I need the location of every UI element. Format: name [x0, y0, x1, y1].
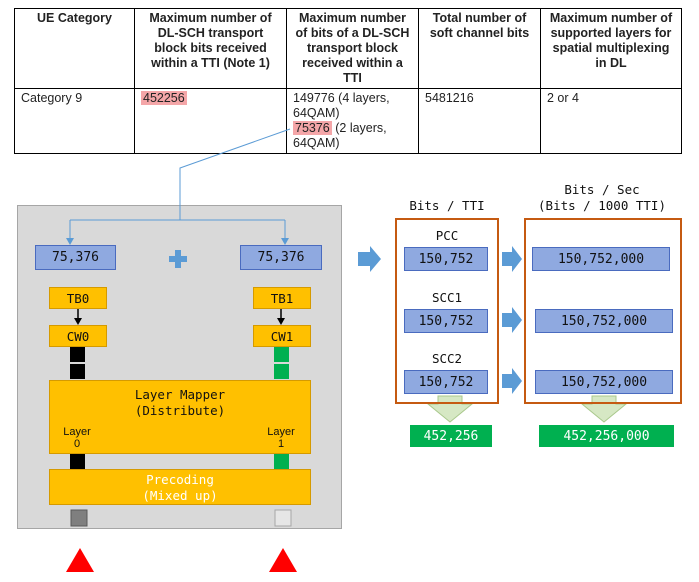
antenna-0-icon: [66, 548, 94, 572]
header-ue-category: UE Category: [14, 8, 135, 89]
ue-category-table: UE Category Maximum number of DL-SCH tra…: [14, 8, 682, 154]
tb1-box: TB1: [253, 287, 311, 309]
layer1-label: Layer: [267, 426, 295, 438]
scc2-sec-value: 150,752,000: [535, 370, 673, 394]
highlight-max-tb-bits: 452256: [141, 91, 187, 105]
cw1-square-1: [274, 347, 289, 362]
scc1-label: SCC1: [431, 290, 463, 305]
tb0-cw0-arrowhead: [74, 318, 82, 325]
connector-from-table: [179, 128, 291, 220]
max-bits-line2-rest: (2 layers, 64QAM): [293, 121, 387, 150]
cell-layers: 2 or 4: [540, 88, 682, 154]
pcc-tti-value: 150,752: [404, 247, 488, 271]
tb-value-left: 75,376: [35, 245, 116, 270]
tb0-box: TB0: [49, 287, 107, 309]
scc1-tti-value: 150,752: [404, 309, 488, 333]
sec-total: 452,256,000: [539, 425, 674, 447]
precoded-square-1: [274, 509, 292, 527]
pcc-sec-value: 150,752,000: [532, 247, 670, 271]
cell-category: Category 9: [14, 88, 135, 154]
scc1-sec-value: 150,752,000: [535, 309, 673, 333]
bits-tti-group: [395, 218, 499, 404]
pcc-label: PCC: [435, 228, 459, 243]
precoding-block: [49, 469, 311, 505]
header-max-layers: Maximum number of supported layers for s…: [540, 8, 682, 89]
precoding-subtitle: (Mixed up): [142, 488, 218, 503]
pcc-arrow: [502, 246, 522, 272]
cell-max-tb-bits: 452256: [134, 88, 287, 154]
scc1-arrow: [502, 307, 522, 333]
precoded-square-0: [70, 509, 88, 527]
bits-sec-header-line2: (Bits / 1000 TTI): [538, 198, 666, 213]
tb-value-right: 75,376: [240, 245, 322, 270]
layer-mapper-subtitle: (Distribute): [134, 403, 226, 418]
cw1-box: CW1: [253, 325, 311, 347]
bits-sec-header-line1: Bits / Sec: [564, 182, 640, 197]
tb1-cw1-arrowhead: [277, 318, 285, 325]
plus-icon: [169, 250, 187, 268]
bits-sec-group: [524, 218, 682, 404]
layer0-number: 0: [73, 438, 81, 450]
header-max-tb-bits: Maximum number of DL-SCH transport block…: [134, 8, 287, 89]
bits-tti-header: Bits / TTI: [409, 198, 485, 213]
tti-total: 452,256: [410, 425, 492, 447]
max-bits-line1: 149776 (4 layers, 64QAM): [293, 91, 390, 120]
scc2-tti-value: 150,752: [404, 370, 488, 394]
layer0-label: Layer: [63, 426, 91, 438]
layer1-square: [274, 454, 289, 469]
layer0-square: [70, 454, 85, 469]
cw0-square-2: [70, 364, 85, 379]
antenna-1-icon: [269, 548, 297, 572]
layer1-number: 1: [277, 438, 285, 450]
cw1-square-2: [274, 364, 289, 379]
connector-right-arrowhead: [281, 238, 289, 245]
panel-to-tti-arrow: [358, 246, 381, 272]
precoding-title: Precoding: [146, 472, 214, 487]
cw0-box: CW0: [49, 325, 107, 347]
scc2-label: SCC2: [431, 351, 463, 366]
highlight-max-bits-value: 75376: [293, 121, 332, 135]
cw0-square-1: [70, 347, 85, 362]
layer-mapper-block: [49, 380, 311, 454]
connector-left-arrowhead: [66, 238, 74, 245]
scc2-arrow: [502, 368, 522, 394]
layer-mapper-title: Layer Mapper: [134, 387, 226, 402]
cell-max-bits-tb: 149776 (4 layers, 64QAM) 75376 (2 layers…: [286, 88, 419, 154]
